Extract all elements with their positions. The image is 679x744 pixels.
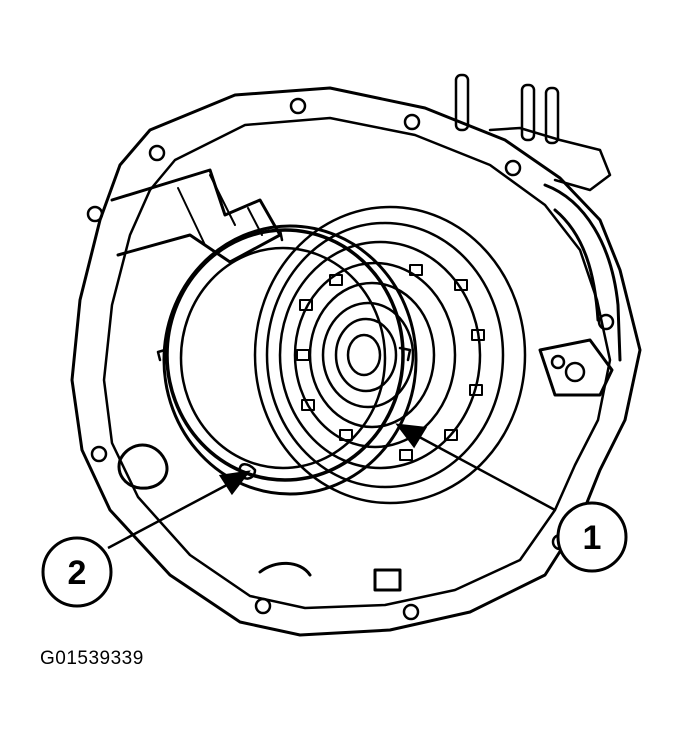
callout-1: 1 xyxy=(556,501,628,573)
clutch-pack xyxy=(253,205,527,505)
bolt-holes xyxy=(86,97,615,621)
backing-plate xyxy=(162,224,418,496)
casting-rib xyxy=(110,168,282,264)
bell-housing-outline xyxy=(70,86,642,637)
drum-lugs xyxy=(296,264,485,461)
callout-1-label: 1 xyxy=(583,519,602,557)
callout-2-label: 2 xyxy=(68,554,87,592)
snap-ring-tabs xyxy=(156,228,412,480)
bottom-slot xyxy=(258,561,402,592)
top-fittings xyxy=(454,73,612,192)
right-bracket xyxy=(538,338,614,397)
leader-lines xyxy=(107,423,556,550)
arrow-head-1 xyxy=(395,423,428,449)
callout-2: 2 xyxy=(41,536,113,608)
bottom-boss xyxy=(117,443,169,490)
side-tube xyxy=(543,183,622,362)
snap-ring-outer xyxy=(165,228,405,482)
figure-id: G01539339 xyxy=(40,648,144,669)
snap-ring-inner xyxy=(179,246,387,470)
arrow-head-2 xyxy=(218,470,251,496)
housing-inner-flange xyxy=(102,116,612,610)
